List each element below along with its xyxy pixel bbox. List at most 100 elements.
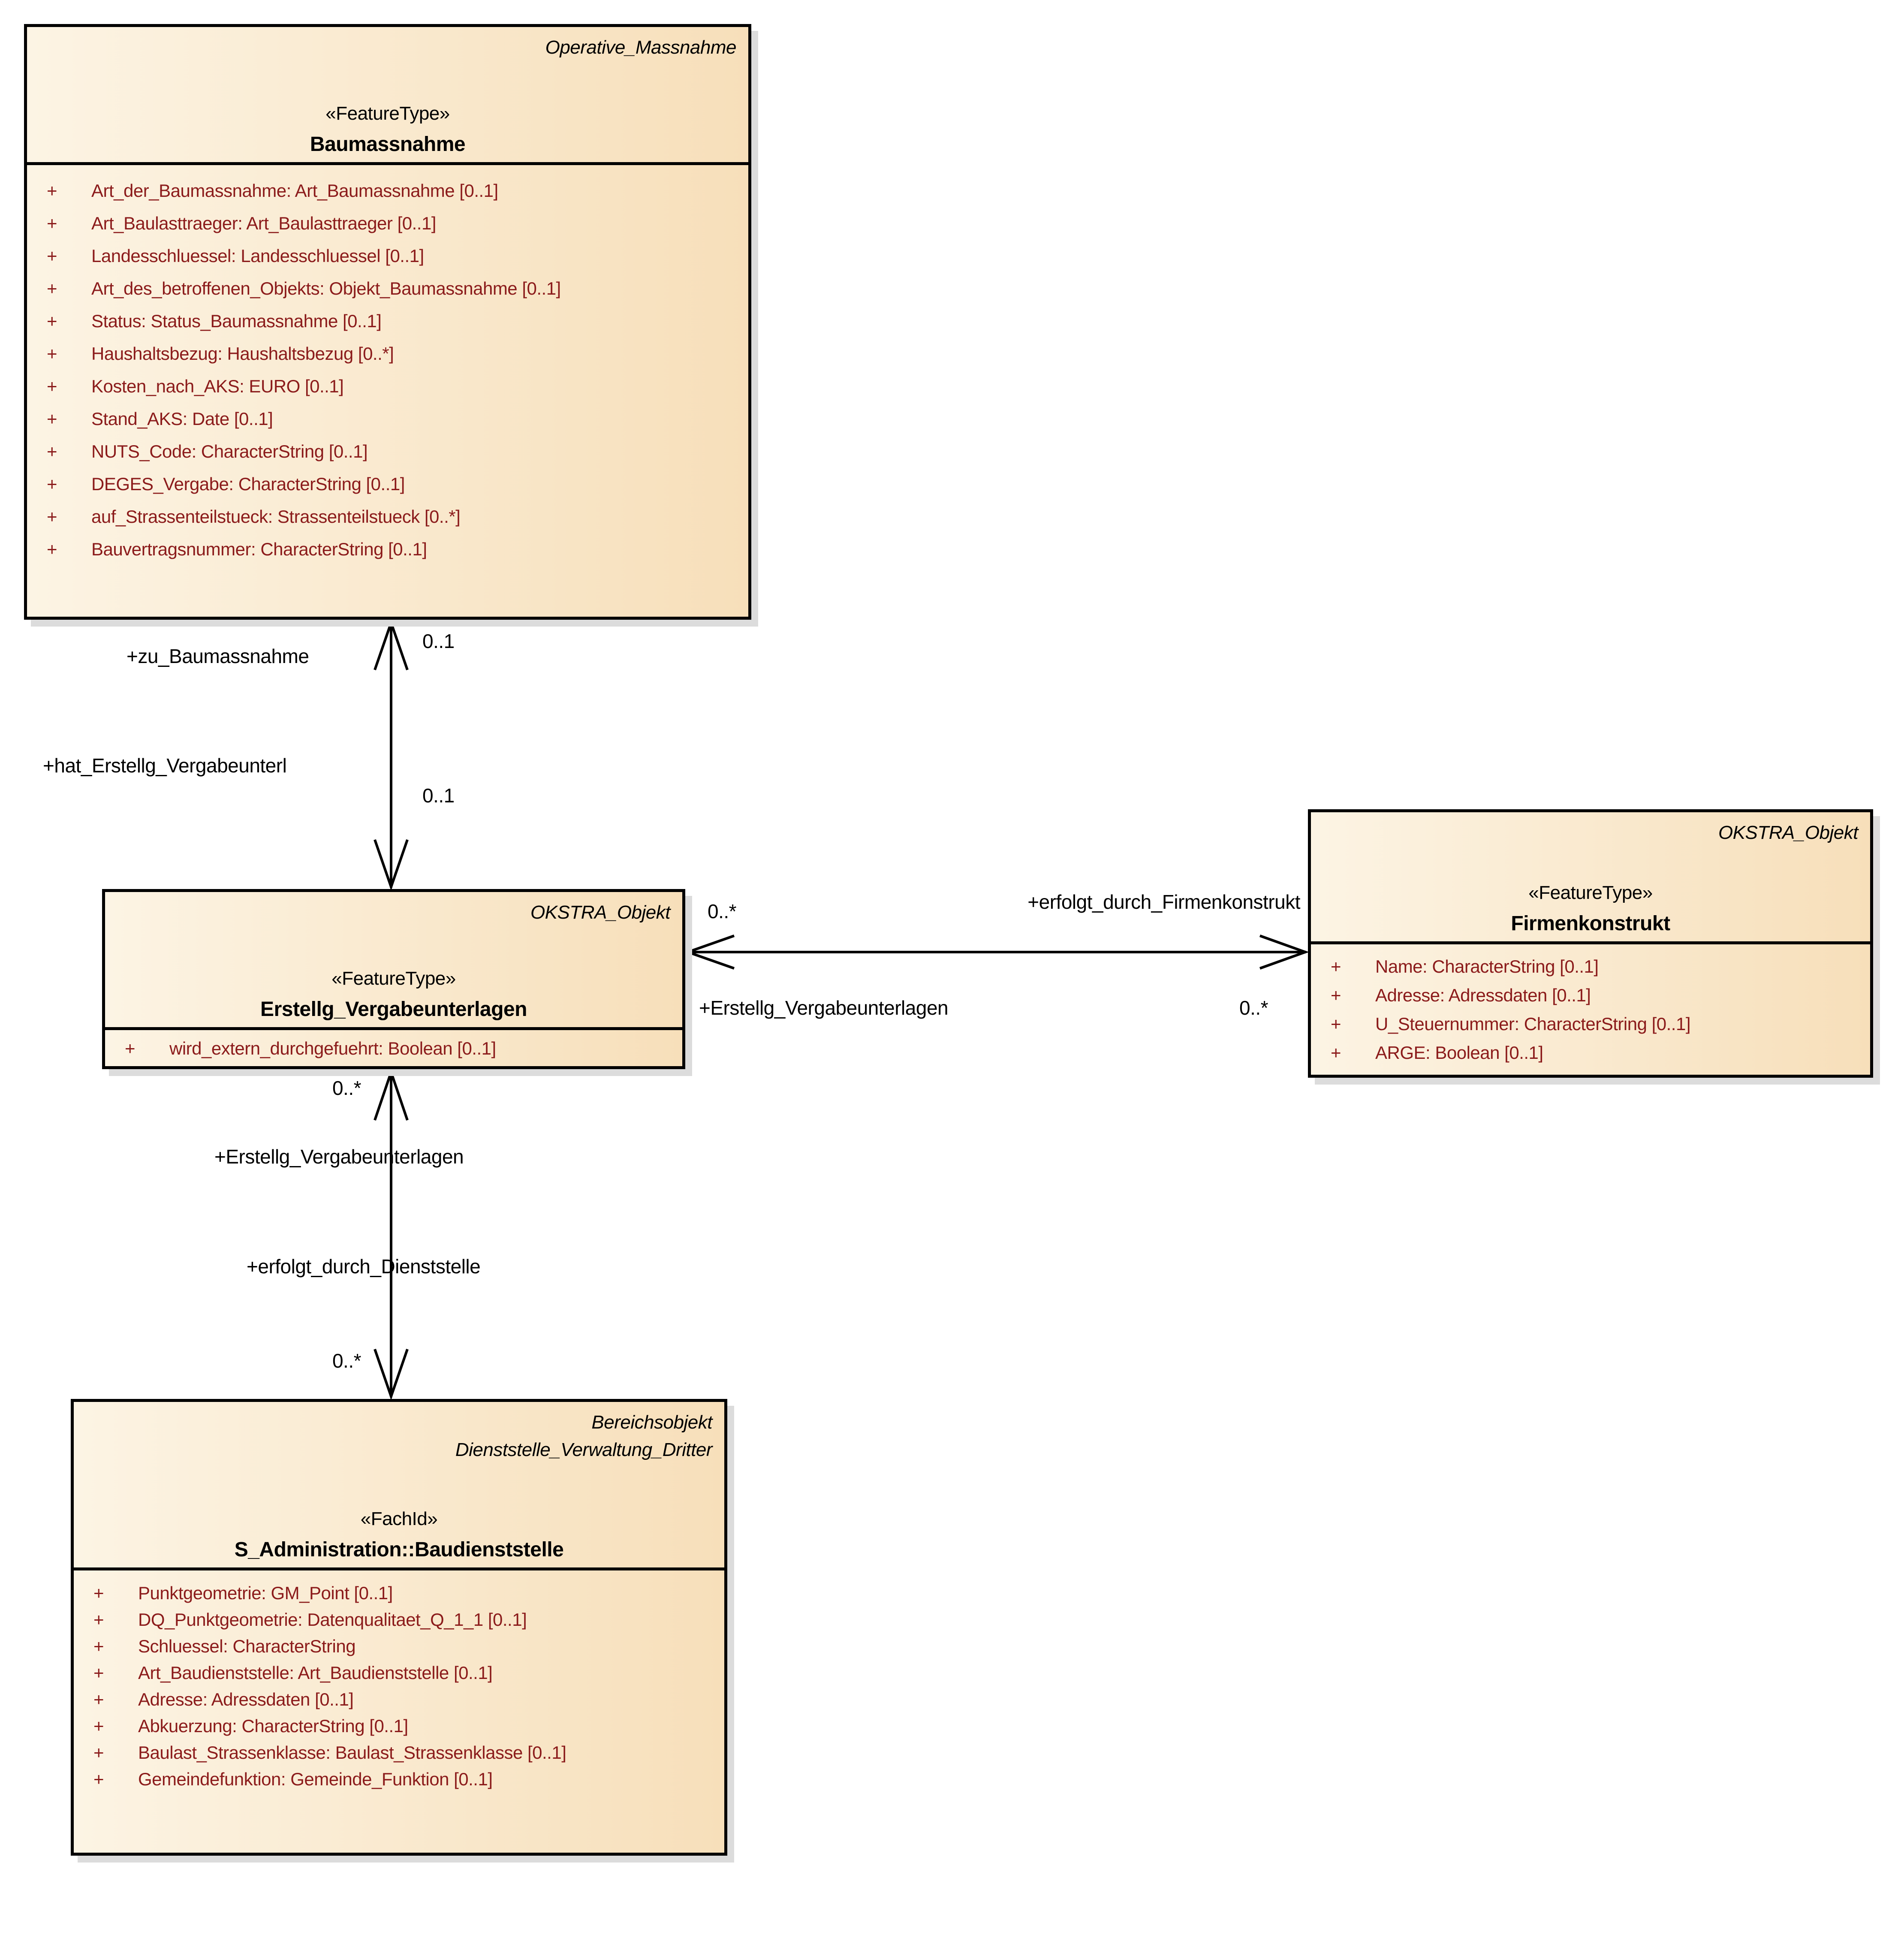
class-stereotype: «FeatureType» [331, 968, 456, 989]
visibility-marker: + [47, 278, 57, 298]
attribute-row: + Schluessel: CharacterString [74, 1633, 724, 1660]
association-baumassnahme-erstellg [374, 618, 409, 891]
attribute-text: Punktgeometrie: GM_Point [0..1] [138, 1583, 393, 1603]
attribute-row: + Gemeindefunktion: Gemeinde_Funktion [0… [74, 1766, 724, 1793]
attribute-text: NUTS_Code: CharacterString [0..1] [91, 441, 368, 461]
visibility-marker: + [47, 246, 57, 266]
class-name: Firmenkonstrukt [1511, 912, 1670, 935]
attribute-row: + Art_der_Baumassnahme: Art_Baumassnahme… [27, 175, 748, 207]
class-header: Operative_Massnahme «FeatureType» Baumas… [27, 27, 748, 165]
attribute-row: + Art_des_betroffenen_Objekts: Objekt_Ba… [27, 272, 748, 305]
attribute-row: + Baulast_Strassenklasse: Baulast_Strass… [74, 1739, 724, 1766]
class-name: Erstellg_Vergabeunterlagen [260, 998, 527, 1021]
visibility-marker: + [47, 409, 57, 429]
class-tag: Operative_Massnahme [545, 37, 737, 58]
attribute-row: + Kosten_nach_AKS: EURO [0..1] [27, 370, 748, 403]
visibility-marker: + [47, 344, 57, 364]
attribute-text: Adresse: Adressdaten [0..1] [138, 1689, 354, 1709]
attributes-section: + wird_extern_durchgefuehrt: Boolean [0.… [105, 1030, 682, 1066]
attribute-text: auf_Strassenteilstueck: Strassenteilstue… [91, 506, 461, 527]
visibility-marker: + [93, 1769, 104, 1789]
visibility-marker: + [93, 1689, 104, 1709]
visibility-marker: + [47, 376, 57, 396]
arrowhead-down-icon [374, 1349, 409, 1401]
visibility-marker: + [1331, 985, 1341, 1005]
attributes-section: + Art_der_Baumassnahme: Art_Baumassnahme… [27, 165, 748, 617]
attribute-row: + NUTS_Code: CharacterString [0..1] [27, 435, 748, 468]
visibility-marker: + [47, 474, 57, 494]
class-stereotype: «FachId» [360, 1508, 438, 1529]
attributes-section: + Punktgeometrie: GM_Point [0..1] + DQ_P… [74, 1570, 724, 1853]
arrowhead-down-icon [374, 839, 409, 891]
visibility-marker: + [93, 1663, 104, 1683]
visibility-marker: + [125, 1038, 136, 1058]
attribute-text: U_Steuernummer: CharacterString [0..1] [1375, 1013, 1691, 1034]
association-erstellg-baudienststelle [374, 1068, 409, 1401]
visibility-marker: + [47, 213, 57, 233]
visibility-marker: + [1331, 1013, 1341, 1034]
role-label-erfolgt-durch-dienststelle: +erfolgt_durch_Dienststelle [247, 1255, 481, 1278]
visibility-marker: + [47, 181, 57, 201]
attribute-text: Baulast_Strassenklasse: Baulast_Strassen… [138, 1742, 566, 1763]
arrowhead-up-icon [374, 618, 409, 670]
class-baumassnahme: Operative_Massnahme «FeatureType» Baumas… [24, 24, 751, 620]
multiplicity-label-zu-baumassnahme: 0..1 [422, 630, 455, 652]
attribute-row: + Status: Status_Baumassnahme [0..1] [27, 305, 748, 338]
role-label-zu-baumassnahme: +zu_Baumassnahme [127, 645, 309, 667]
attribute-text: Kosten_nach_AKS: EURO [0..1] [91, 376, 344, 396]
attribute-row: + Adresse: Adressdaten [0..1] [1311, 981, 1870, 1010]
class-name: Baumassnahme [310, 133, 466, 156]
attribute-text: Name: CharacterString [0..1] [1375, 956, 1599, 977]
multiplicity-label-erstellg-top: 0..* [332, 1077, 362, 1099]
visibility-marker: + [93, 1636, 104, 1656]
attribute-text: Schluessel: CharacterString [138, 1636, 356, 1656]
class-firmenkonstrukt: OKSTRA_Objekt «FeatureType» Firmenkonstr… [1308, 809, 1873, 1078]
attribute-text: Abkuerzung: CharacterString [0..1] [138, 1716, 408, 1736]
class-header: OKSTRA_Objekt «FeatureType» Firmenkonstr… [1311, 812, 1870, 944]
class-tags: OKSTRA_Objekt [117, 899, 671, 926]
role-label-erfolgt-durch-firmenkonstrukt: +erfolgt_durch_Firmenkonstrukt [1027, 891, 1300, 913]
attribute-row: + DQ_Punktgeometrie: Datenqualitaet_Q_1_… [74, 1606, 724, 1633]
arrowhead-up-icon [374, 1068, 409, 1121]
visibility-marker: + [47, 539, 57, 559]
attribute-row: + wird_extern_durchgefuehrt: Boolean [0.… [105, 1031, 682, 1066]
attribute-text: DQ_Punktgeometrie: Datenqualitaet_Q_1_1 … [138, 1609, 527, 1630]
class-tag: OKSTRA_Objekt [1718, 822, 1859, 843]
attribute-row: + ARGE: Boolean [0..1] [1311, 1038, 1870, 1067]
attribute-row: + Name: CharacterString [0..1] [1311, 952, 1870, 981]
attribute-text: Art_Baudienststelle: Art_Baudienststelle… [138, 1663, 493, 1683]
attribute-text: Gemeindefunktion: Gemeinde_Funktion [0..… [138, 1769, 493, 1789]
class-tag: OKSTRA_Objekt [530, 902, 671, 923]
visibility-marker: + [93, 1583, 104, 1603]
attribute-row: + Punktgeometrie: GM_Point [0..1] [74, 1580, 724, 1606]
class-tag: Dienststelle_Verwaltung_Dritter [455, 1439, 713, 1460]
class-tag: Bereichsobjekt [591, 1412, 712, 1433]
attribute-text: Adresse: Adressdaten [0..1] [1375, 985, 1591, 1005]
attribute-row: + Art_Baulasttraeger: Art_Baulasttraeger… [27, 207, 748, 240]
visibility-marker: + [47, 506, 57, 527]
visibility-marker: + [1331, 956, 1341, 977]
attribute-row: + Adresse: Adressdaten [0..1] [74, 1686, 724, 1713]
attribute-text: DEGES_Vergabe: CharacterString [0..1] [91, 474, 405, 494]
attribute-text: Haushaltsbezug: Haushaltsbezug [0..*] [91, 344, 394, 364]
attribute-row: + Abkuerzung: CharacterString [0..1] [74, 1713, 724, 1739]
class-name: S_Administration::Baudienststelle [234, 1538, 564, 1561]
class-header: OKSTRA_Objekt «FeatureType» Erstellg_Ver… [105, 892, 682, 1030]
attribute-row: + auf_Strassenteilstueck: Strassenteilst… [27, 500, 748, 533]
class-tags: OKSTRA_Objekt [1323, 819, 1859, 847]
role-label-erstellg-vergabeunterlagen-horizontal: +Erstellg_Vergabeunterlagen [699, 997, 949, 1019]
visibility-marker: + [47, 441, 57, 461]
arrowhead-left-icon [684, 934, 735, 970]
attribute-text: Landesschluessel: Landesschluessel [0..1… [91, 246, 424, 266]
multiplicity-label-erstellg-left: 0..* [708, 900, 737, 922]
attribute-row: + Haushaltsbezug: Haushaltsbezug [0..*] [27, 338, 748, 370]
visibility-marker: + [93, 1609, 104, 1630]
attribute-row: + Art_Baudienststelle: Art_Baudienststel… [74, 1660, 724, 1686]
attribute-text: Stand_AKS: Date [0..1] [91, 409, 273, 429]
visibility-marker: + [47, 311, 57, 331]
visibility-marker: + [93, 1716, 104, 1736]
